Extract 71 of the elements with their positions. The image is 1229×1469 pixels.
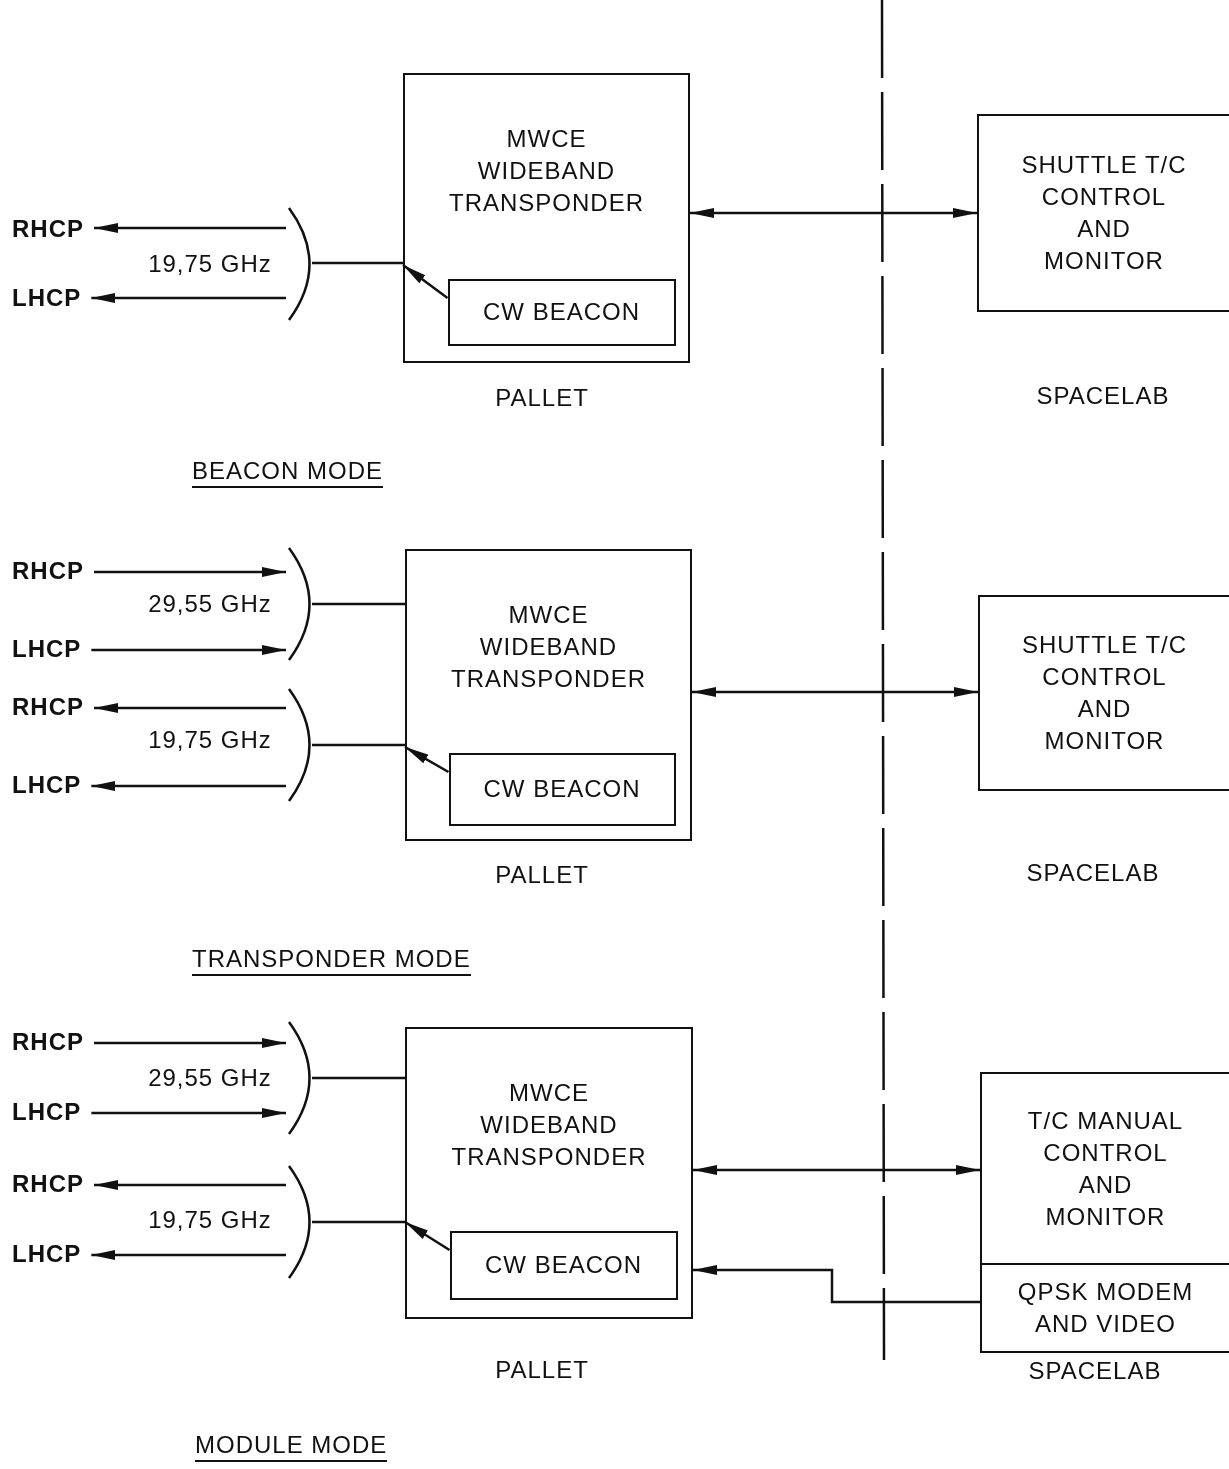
equipment-box [980, 1263, 1229, 1353]
frequency-label: 19,75 GHz [148, 1205, 272, 1235]
equipment-box [977, 114, 1229, 312]
antenna-reflector-icon [286, 1165, 312, 1279]
polarization-label: LHCP [12, 283, 92, 313]
polarization-label: LHCP [12, 634, 92, 664]
polarization-label: RHCP [12, 1027, 94, 1057]
location-label: SPACELAB [1026, 858, 1160, 888]
box-label: CW BEACON [484, 1250, 643, 1280]
connector-line [312, 261, 403, 265]
location-label: PALLET [495, 383, 589, 413]
antenna-reflector-icon [286, 1021, 312, 1135]
box-label: MWCE WIDEBAND TRANSPONDER [451, 600, 646, 694]
equipment-box [405, 1027, 693, 1319]
arrow [91, 781, 286, 791]
connector-line [312, 602, 405, 606]
arrow [404, 745, 450, 774]
arrow [91, 1250, 286, 1260]
arrow [692, 687, 978, 697]
box-label: MWCE WIDEBAND TRANSPONDER [451, 1078, 647, 1172]
frequency-label: 29,55 GHz [148, 1063, 272, 1093]
arrow [91, 1108, 286, 1118]
box-label: SHUTTLE T/C CONTROL AND MONITOR [1020, 630, 1189, 756]
equipment-box [403, 73, 690, 363]
arrow [402, 264, 449, 299]
antenna-reflector-icon [286, 547, 312, 661]
equipment-box [978, 595, 1229, 791]
antenna-reflector-icon [286, 688, 312, 802]
location-label: SPACELAB [1036, 381, 1170, 411]
location-label: PALLET [495, 1355, 589, 1385]
mode-title: BEACON MODE [192, 456, 384, 488]
beacon-box [448, 752, 676, 826]
polarization-label: LHCP [12, 1097, 92, 1127]
frequency-label: 19,75 GHz [148, 249, 272, 279]
arrow [94, 567, 286, 577]
polarization-label: RHCP [12, 556, 94, 586]
arrow [693, 1265, 980, 1304]
arrow [94, 223, 286, 233]
polarization-label: RHCP [12, 214, 94, 244]
mode-title: TRANSPONDER MODE [192, 944, 471, 976]
mode-title: MODULE MODE [195, 1430, 388, 1462]
box-label: CW BEACON [482, 774, 642, 804]
location-label: PALLET [495, 860, 589, 890]
connector-line [312, 1220, 405, 1224]
polarization-label: RHCP [12, 692, 94, 722]
equipment-box [980, 1072, 1229, 1265]
frequency-label: 29,55 GHz [148, 589, 272, 619]
polarization-label: LHCP [12, 770, 92, 800]
beacon-box [449, 1230, 678, 1300]
arrow [94, 703, 286, 713]
box-label: T/C MANUAL CONTROL AND MONITOR [1026, 1105, 1185, 1232]
polarization-label: LHCP [12, 1239, 92, 1269]
arrow [94, 1180, 286, 1190]
antenna-reflector-icon [286, 207, 312, 321]
box-label: QPSK MODEM AND VIDEO [1016, 1277, 1195, 1339]
equipment-box [405, 549, 692, 841]
polarization-label: RHCP [12, 1169, 94, 1199]
arrow [693, 1165, 980, 1175]
location-label: SPACELAB [1028, 1356, 1162, 1386]
arrow [690, 208, 977, 218]
arrow [404, 1220, 451, 1252]
frequency-label: 19,75 GHz [148, 725, 272, 755]
box-label: MWCE WIDEBAND TRANSPONDER [449, 124, 644, 218]
box-label: CW BEACON [482, 297, 641, 327]
connector-line [312, 743, 405, 747]
box-label: SHUTTLE T/C CONTROL AND MONITOR [1020, 150, 1188, 276]
beacon-box [447, 278, 676, 346]
connector-line [312, 1076, 405, 1080]
arrow [94, 1038, 286, 1048]
arrow [91, 645, 286, 655]
arrow [91, 293, 286, 303]
